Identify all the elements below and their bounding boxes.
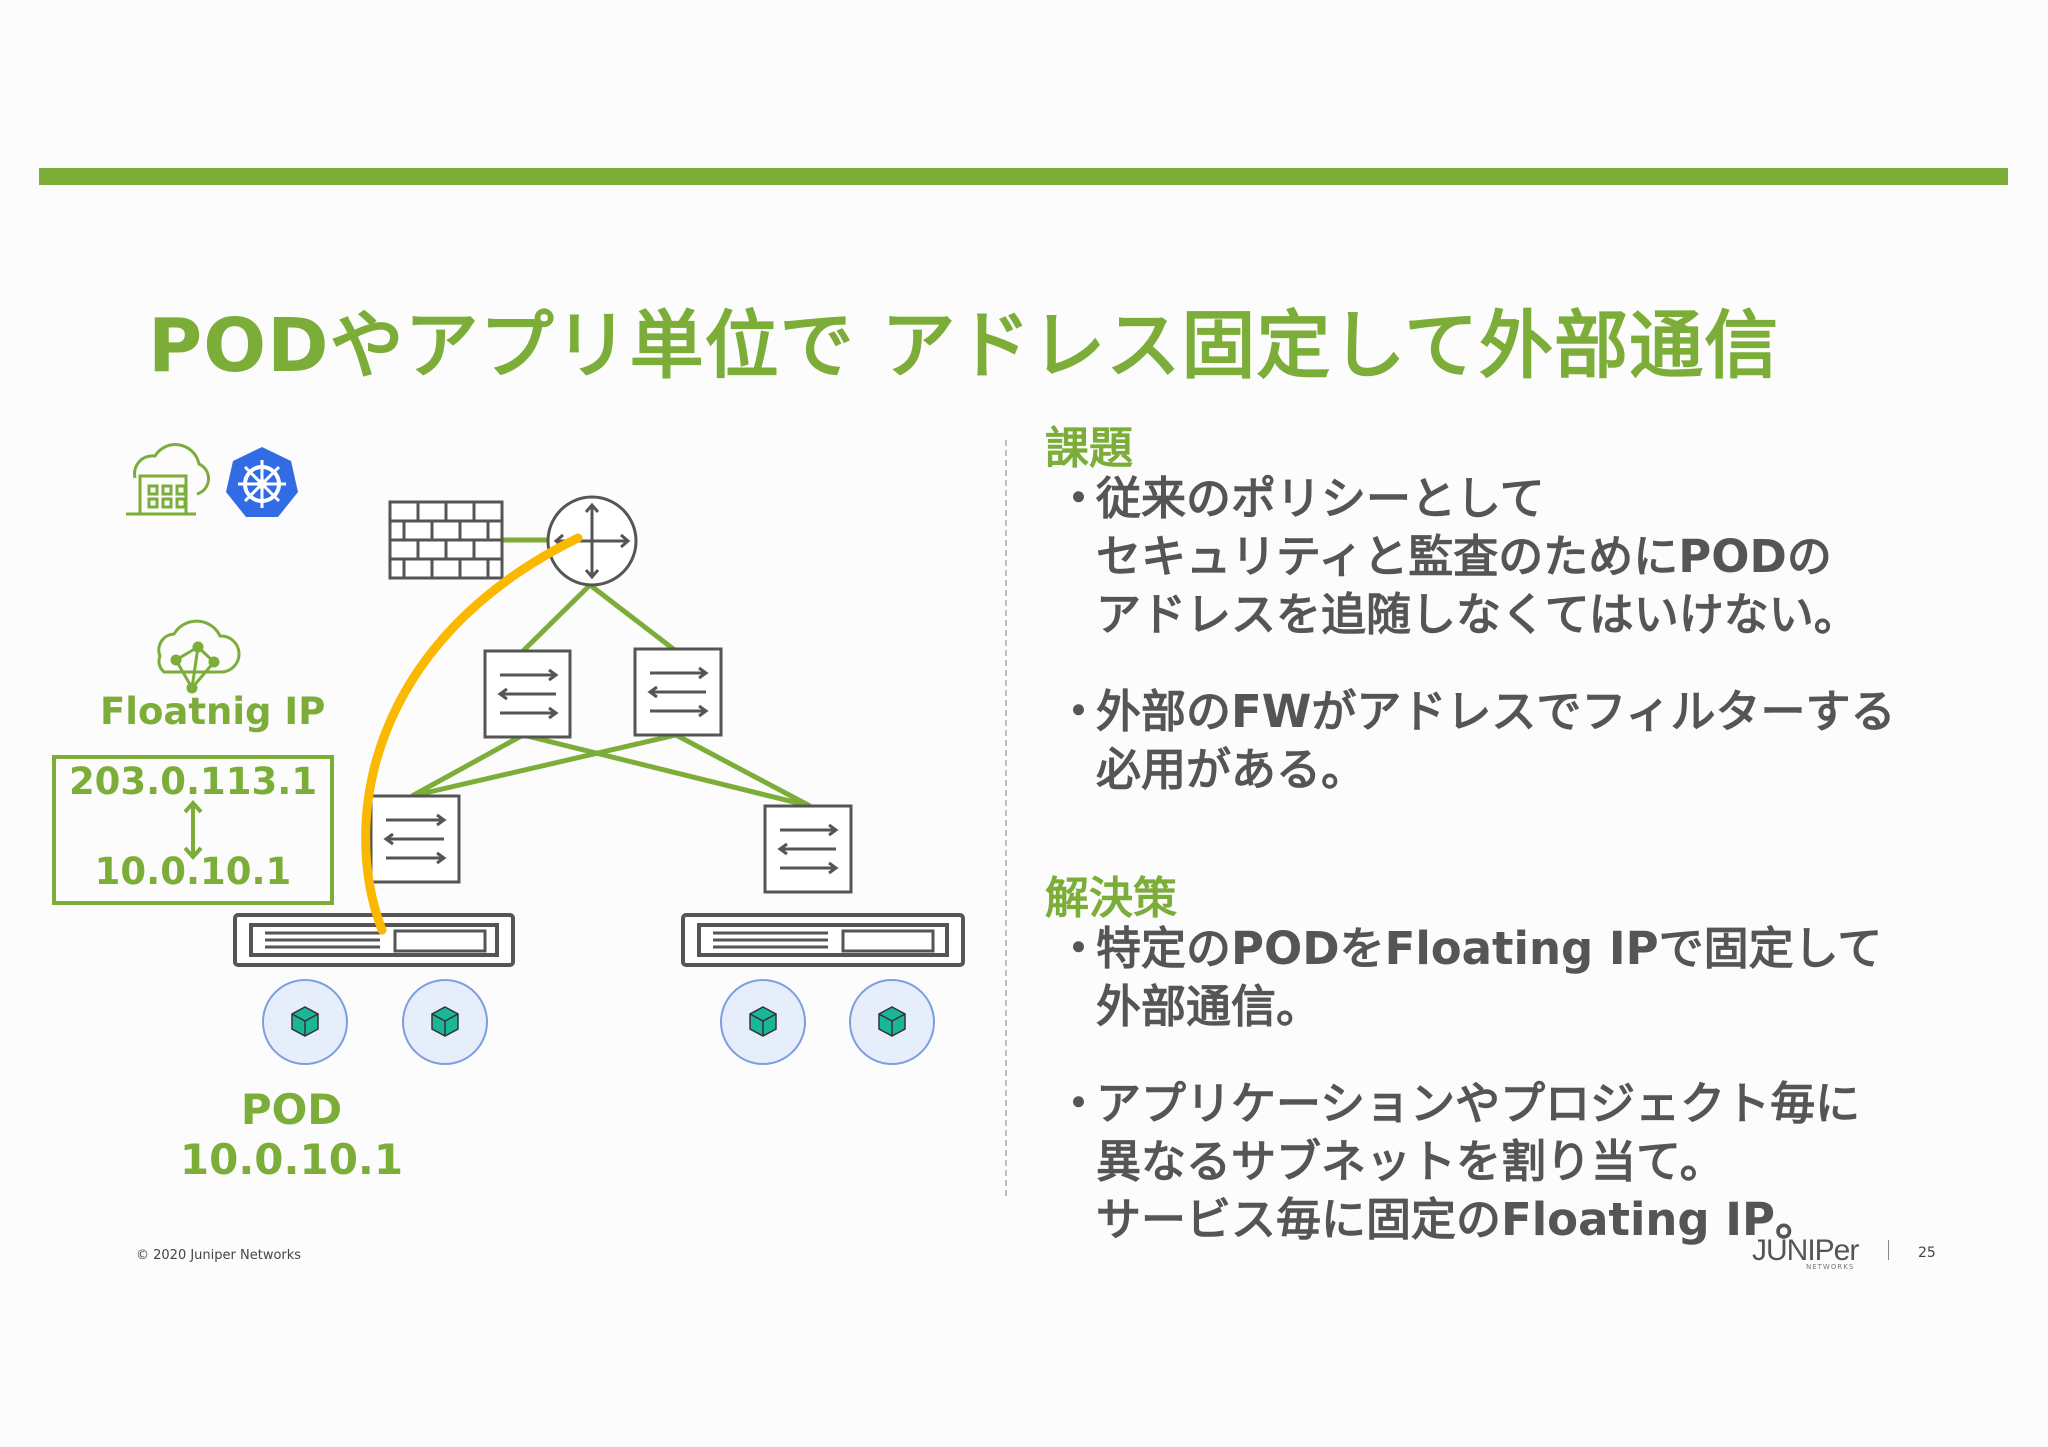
router-switch-right-link xyxy=(588,583,678,653)
network-links xyxy=(410,537,812,809)
double-arrow-icon xyxy=(183,799,203,861)
pod-cube-icon xyxy=(262,979,348,1065)
solution-heading: 解決策 xyxy=(1045,873,1177,924)
pod-cube-icon xyxy=(402,979,488,1065)
router-switch-left-link xyxy=(521,583,592,653)
floating-ip-network-icon xyxy=(157,619,241,694)
switch-icon xyxy=(483,649,572,739)
bullet-line: セキュリティと監査のためにPODの xyxy=(1096,530,1832,583)
spine-right-leaf-left-link xyxy=(411,732,677,799)
bullet-dot: ・ xyxy=(1056,922,1102,975)
floating-ip-box xyxy=(52,755,334,905)
column-divider xyxy=(1005,440,1007,1196)
copyright-text: © 2020 Juniper Networks xyxy=(136,1248,302,1263)
bullet-line: 従来のポリシーとして xyxy=(1096,472,1545,525)
switch-icon xyxy=(633,647,723,737)
network-diagram xyxy=(126,443,965,1065)
bullet-line: 異なるサブネットを割り当て。 xyxy=(1096,1135,1725,1188)
cloud-building-icon xyxy=(126,443,210,516)
bullet-line: 特定のPODをFloating IPで固定して xyxy=(1096,922,1883,975)
slide-title: PODやアプリ単位で アドレス固定して外部通信 xyxy=(148,303,1780,389)
pod-ip-address: 10.0.10.1 xyxy=(179,1135,404,1184)
kubernetes-icon xyxy=(226,447,298,517)
bullet-line: 必用がある。 xyxy=(1096,743,1367,796)
bullet-line: 外部通信。 xyxy=(1096,980,1322,1033)
pod-cube-icon xyxy=(849,979,935,1065)
bullet-dot: ・ xyxy=(1056,472,1102,525)
pod-cube-icon xyxy=(720,979,806,1065)
bullet-line: サービス毎に固定のFloating IP。 xyxy=(1096,1193,1821,1246)
firewall-icon xyxy=(388,500,504,580)
pod-label: POD xyxy=(240,1085,343,1134)
issue-heading: 課題 xyxy=(1045,423,1133,474)
switch-icon xyxy=(369,794,461,884)
bullet-dot: ・ xyxy=(1056,1077,1102,1130)
bullet-line: アドレスを追随しなくてはいけない。 xyxy=(1096,588,1859,641)
spine-right-leaf-right-link xyxy=(674,732,812,809)
floating-ip-connector xyxy=(361,533,583,935)
floating-ip-private-address: 10.0.10.1 xyxy=(94,850,292,893)
page-number: 25 xyxy=(1918,1245,1936,1261)
bullet-dot: ・ xyxy=(1056,685,1102,738)
spine-left-leaf-right-link xyxy=(522,732,811,809)
bullet-line: 外部のFWがアドレスでフィルターする xyxy=(1096,685,1896,738)
server-icon xyxy=(681,913,965,967)
juniper-logo-subtext: NETWORKS xyxy=(1806,1263,1855,1271)
spine-left-leaf-left-link xyxy=(410,732,525,799)
footer-separator xyxy=(1888,1240,1889,1260)
switch-icon xyxy=(763,804,853,894)
floating-ip-label: Floatnig IP xyxy=(100,690,326,733)
server-icon xyxy=(233,913,515,967)
floating-ip-public-address: 203.0.113.1 xyxy=(68,760,318,803)
top-accent-bar xyxy=(39,168,2008,185)
bullet-line: アプリケーションやプロジェクト毎に xyxy=(1096,1077,1861,1130)
router-icon xyxy=(546,495,638,587)
juniper-logo: JUNIPer xyxy=(1752,1234,1859,1267)
